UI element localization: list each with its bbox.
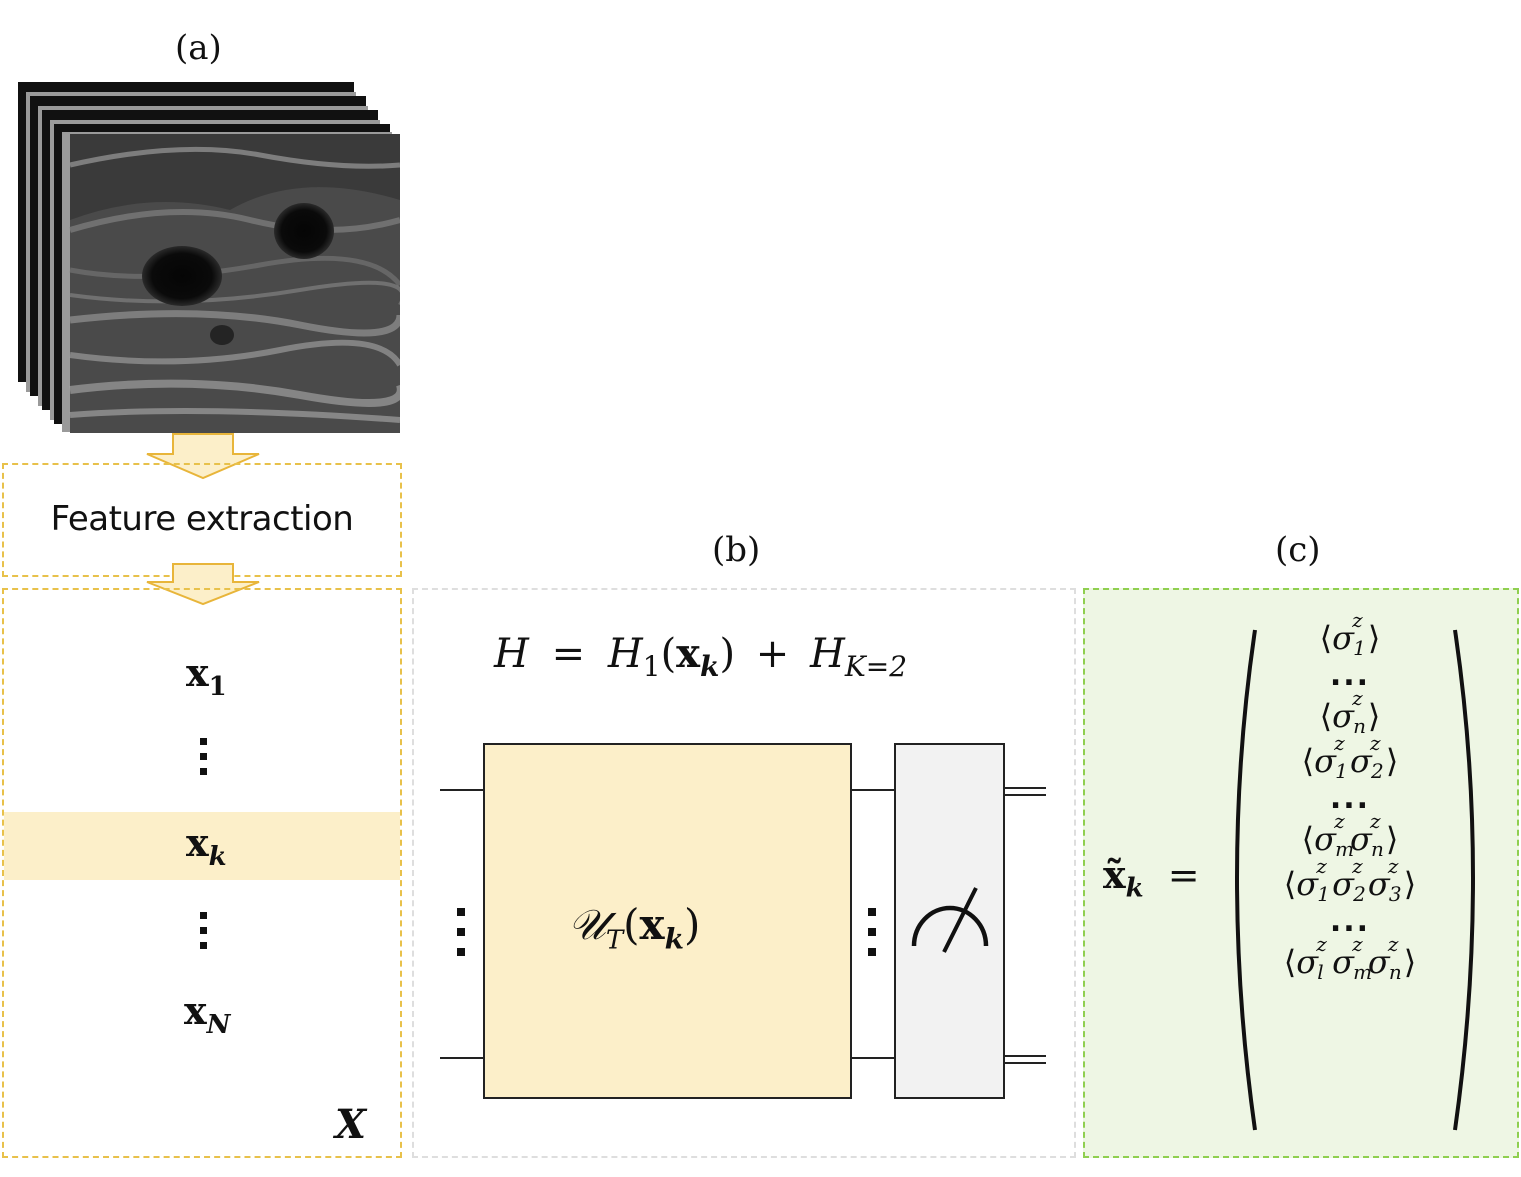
- ultrasound-front-image: [69, 134, 400, 433]
- left-angle-bracket: ⟨: [1319, 619, 1333, 657]
- output-vector-lhs: x̃k =: [1103, 852, 1200, 904]
- vertical-ellipsis: [200, 912, 207, 949]
- vertical-ellipsis: [200, 738, 207, 775]
- quantum-circuit: [440, 743, 1046, 1099]
- ultrasound-image-stack: [18, 82, 400, 433]
- matrix-brackets: [1235, 629, 1475, 1131]
- panel-label-c: (c): [1275, 530, 1321, 570]
- observable-ellipsis: ...: [1329, 658, 1371, 693]
- meter-icon: [911, 887, 989, 953]
- vector-xN: xN: [184, 988, 231, 1040]
- left-angle-bracket: ⟨: [1301, 820, 1315, 858]
- panel-label-a: (a): [175, 28, 222, 68]
- unitary-gate: [483, 743, 852, 1099]
- dataset-box: x1 xk xN X: [2, 588, 402, 1158]
- measurement-gate: [894, 743, 1005, 1099]
- left-angle-bracket: ⟨: [1319, 697, 1333, 735]
- observable-ellipsis: ...: [1329, 904, 1371, 939]
- vector-xk: xk: [186, 820, 227, 872]
- circuit-panel: [412, 588, 1076, 1158]
- lesion-dark-spot: [142, 246, 222, 306]
- panel-label-b: (b): [712, 530, 761, 570]
- right-angle-bracket: ⟩: [1367, 697, 1381, 735]
- down-arrow-icon: [146, 563, 260, 606]
- right-angle-bracket: ⟩: [1367, 619, 1381, 657]
- lesion-dark-spot: [274, 203, 334, 259]
- feature-extraction-box: Feature extraction: [2, 463, 402, 577]
- output-panel: [1083, 588, 1519, 1158]
- classical-wire: [1004, 787, 1046, 796]
- vertical-ellipsis: [868, 908, 876, 956]
- feature-extraction-label: Feature extraction: [50, 499, 354, 539]
- right-angle-bracket: ⟩: [1403, 943, 1417, 981]
- highlight-row: [4, 812, 400, 880]
- left-angle-bracket: ⟨: [1283, 865, 1297, 903]
- left-angle-bracket: ⟨: [1301, 742, 1315, 780]
- right-angle-bracket: ⟩: [1403, 865, 1417, 903]
- classical-wire: [1004, 1055, 1046, 1064]
- hamiltonian-equation: H = H1(xk) + HK=2: [494, 630, 908, 683]
- vertical-ellipsis: [457, 908, 465, 956]
- right-angle-bracket: ⟩: [1385, 742, 1399, 780]
- observable-ellipsis: ...: [1329, 781, 1371, 816]
- vector-x1: x1: [186, 650, 227, 702]
- unitary-label: 𝒰T(xk): [568, 900, 701, 956]
- left-angle-bracket: ⟨: [1283, 943, 1297, 981]
- dataset-label: X: [334, 1101, 366, 1148]
- down-arrow-icon: [146, 433, 260, 480]
- right-angle-bracket: ⟩: [1385, 820, 1399, 858]
